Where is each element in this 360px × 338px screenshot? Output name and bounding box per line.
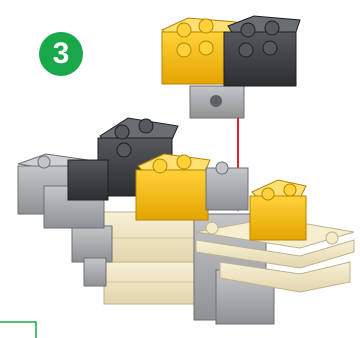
brick-wall-model-icon bbox=[18, 118, 354, 324]
frame-corner-line bbox=[0, 322, 36, 338]
brick-subassembly-icon bbox=[162, 16, 300, 118]
